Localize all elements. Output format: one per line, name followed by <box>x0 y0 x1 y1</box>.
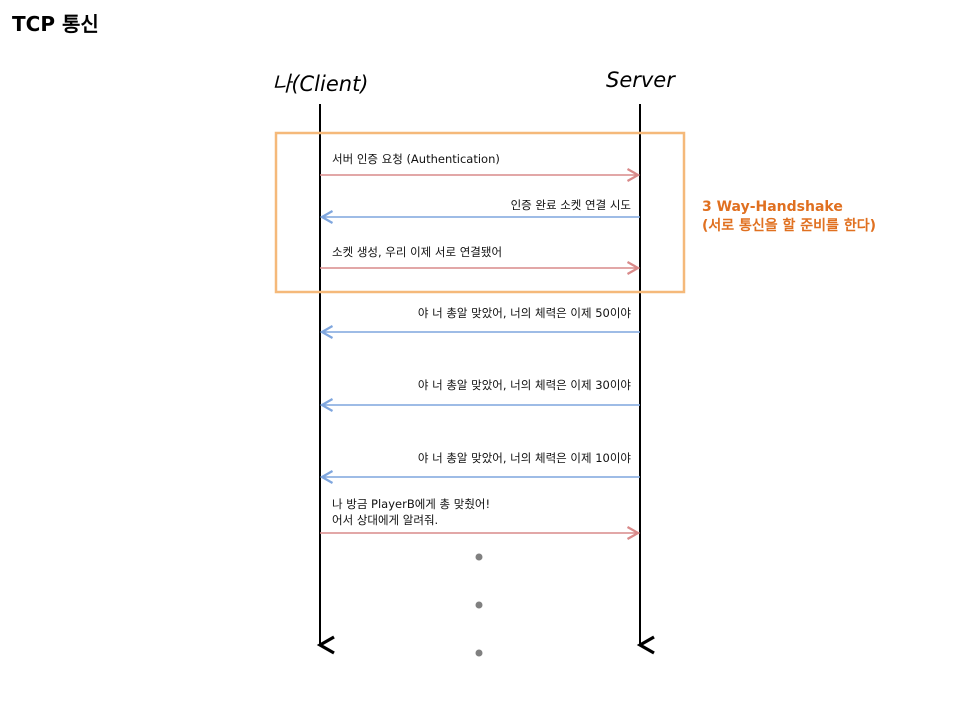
message-label-4: 야 너 총알 맞았어, 너의 체력은 이제 50이야 <box>417 306 631 320</box>
message-label-2: 인증 완료 소켓 연결 시도 <box>510 198 631 212</box>
message-label-3: 소켓 생성, 우리 이제 서로 연결됐어 <box>332 245 503 259</box>
handshake-note-title: 3 Way-Handshake <box>702 199 843 215</box>
page-title: TCP 통신 <box>12 12 99 36</box>
message-label-5: 야 너 총알 맞았어, 너의 체력은 이제 30이야 <box>417 378 631 392</box>
handshake-note-description: (서로 통신을 할 준비를 한다) <box>702 218 876 234</box>
continuation-dot <box>475 601 483 609</box>
message-label-7: 나 방금 PlayerB에게 총 맞췄어! 어서 상대에게 알려줘. <box>332 497 491 527</box>
message-label-1: 서버 인증 요청 (Authentication) <box>332 152 500 166</box>
continuation-dot <box>475 649 483 657</box>
message-label-6: 야 너 총알 맞았어, 너의 체력은 이제 10이야 <box>417 451 631 465</box>
server-actor-label: Server <box>606 68 675 92</box>
client-actor-label: 나(Client) <box>272 72 369 96</box>
continuation-dot <box>475 553 483 561</box>
handshake-box <box>274 131 686 294</box>
handshake-note: 3 Way-Handshake (서로 통신을 할 준비를 한다) <box>702 198 876 236</box>
